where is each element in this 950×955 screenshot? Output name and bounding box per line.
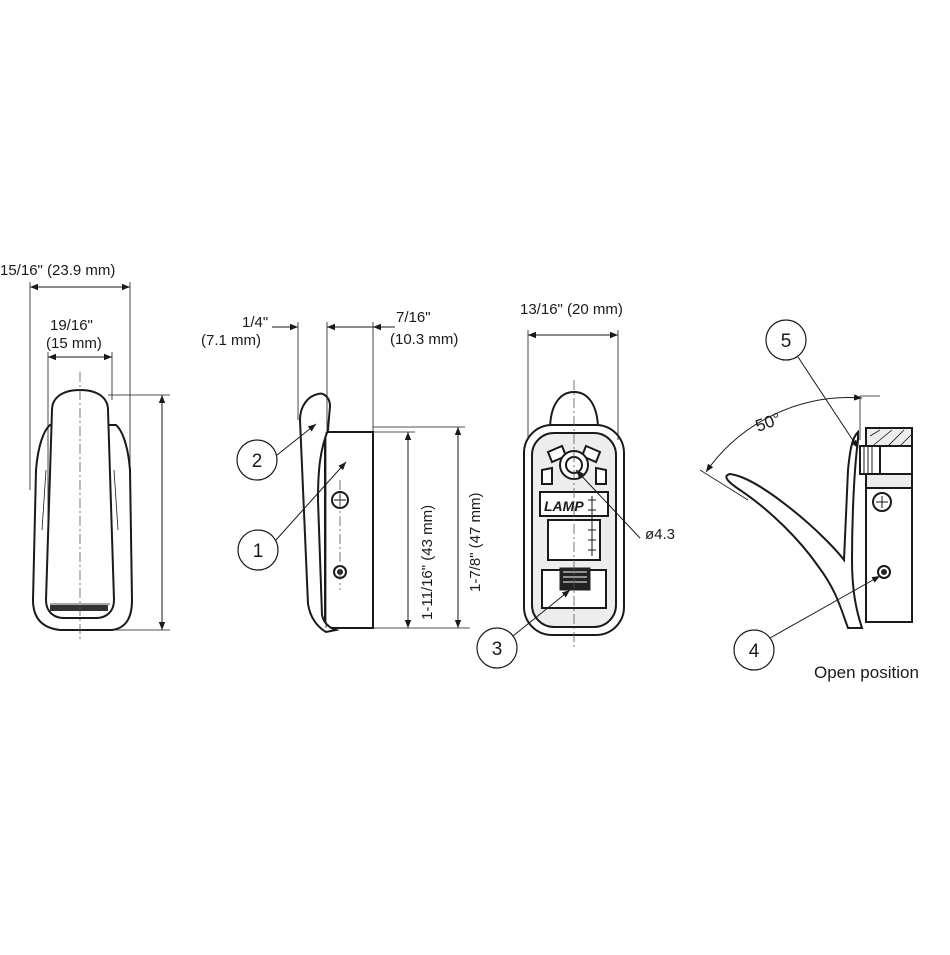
open-angle-label: 50° bbox=[753, 409, 784, 436]
front-inner-width-in: 19/16" bbox=[50, 317, 93, 334]
side-total-height-label: 1-7/8" (47 mm) bbox=[467, 492, 484, 592]
open-screw-2-hole bbox=[881, 569, 887, 575]
back-vent-2 bbox=[580, 444, 602, 464]
open-screw-1-slot bbox=[876, 496, 888, 508]
callout-3-label: 3 bbox=[492, 639, 503, 660]
side-body-height-label: 1-11/16" (43 mm) bbox=[419, 505, 436, 620]
side-body-dim-in: 7/16" bbox=[396, 309, 431, 326]
open-bolt-housing bbox=[879, 445, 913, 475]
open-angle-arc bbox=[705, 394, 863, 473]
callout-1-label: 1 bbox=[253, 541, 264, 562]
side-body-dim-mm: (10.3 mm) bbox=[390, 331, 458, 348]
open-angle-ref-lever bbox=[699, 469, 749, 501]
callout-3-bubble bbox=[476, 627, 518, 669]
callout-4-label: 4 bbox=[749, 641, 760, 662]
callout-2-bubble bbox=[236, 439, 278, 481]
open-lever-outline bbox=[725, 429, 864, 629]
hole-diameter-label: ø4.3 bbox=[645, 526, 675, 543]
back-spring-rack bbox=[588, 496, 596, 556]
front-view: 15/16" (23.9 mm) 19/16" (15 mm) bbox=[0, 262, 170, 640]
callout-5-leader bbox=[797, 356, 859, 449]
brand-mark: LAMP bbox=[544, 498, 584, 514]
callout-1-leader bbox=[275, 461, 347, 541]
open-bolt bbox=[859, 445, 881, 475]
side-view: 1/4" (7.1 mm) 7/16" (10.3 mm) 1-11/16" (… bbox=[201, 309, 484, 634]
callout-4-bubble bbox=[733, 629, 775, 671]
callout-2-leader bbox=[276, 423, 317, 456]
back-spring-coil-lines bbox=[563, 571, 587, 583]
side-body-outline bbox=[324, 431, 374, 629]
back-spring-coil bbox=[559, 567, 591, 591]
hole-diameter-leader bbox=[575, 469, 641, 539]
side-lever-dim-in: 1/4" bbox=[242, 314, 268, 331]
back-width-label: 13/16" (20 mm) bbox=[520, 301, 623, 318]
side-lever-dim-mm: (7.1 mm) bbox=[201, 332, 261, 349]
front-lever-shadow bbox=[50, 605, 108, 611]
back-vent-4 bbox=[595, 466, 607, 485]
front-inner-width-mm: (15 mm) bbox=[46, 335, 102, 352]
back-view: LAMP 13/16" (20 mm) ø4.3 3 bbox=[476, 301, 675, 669]
front-outer-width-label: 15/16" (23.9 mm) bbox=[0, 262, 115, 279]
back-vent-3 bbox=[541, 466, 553, 485]
side-lever-outline bbox=[298, 392, 340, 634]
callout-2-label: 2 bbox=[252, 451, 263, 472]
open-position-view: 50° 5 4 Open position bbox=[699, 319, 919, 682]
callout-5-bubble bbox=[765, 319, 807, 361]
callout-1-bubble bbox=[237, 529, 279, 571]
callout-4-leader bbox=[769, 575, 881, 639]
open-bolt-ribs bbox=[863, 446, 873, 474]
callout-3-leader bbox=[512, 589, 571, 637]
open-position-caption: Open position bbox=[814, 663, 919, 682]
callout-5-label: 5 bbox=[781, 331, 792, 352]
front-lever-inner bbox=[41, 469, 119, 611]
